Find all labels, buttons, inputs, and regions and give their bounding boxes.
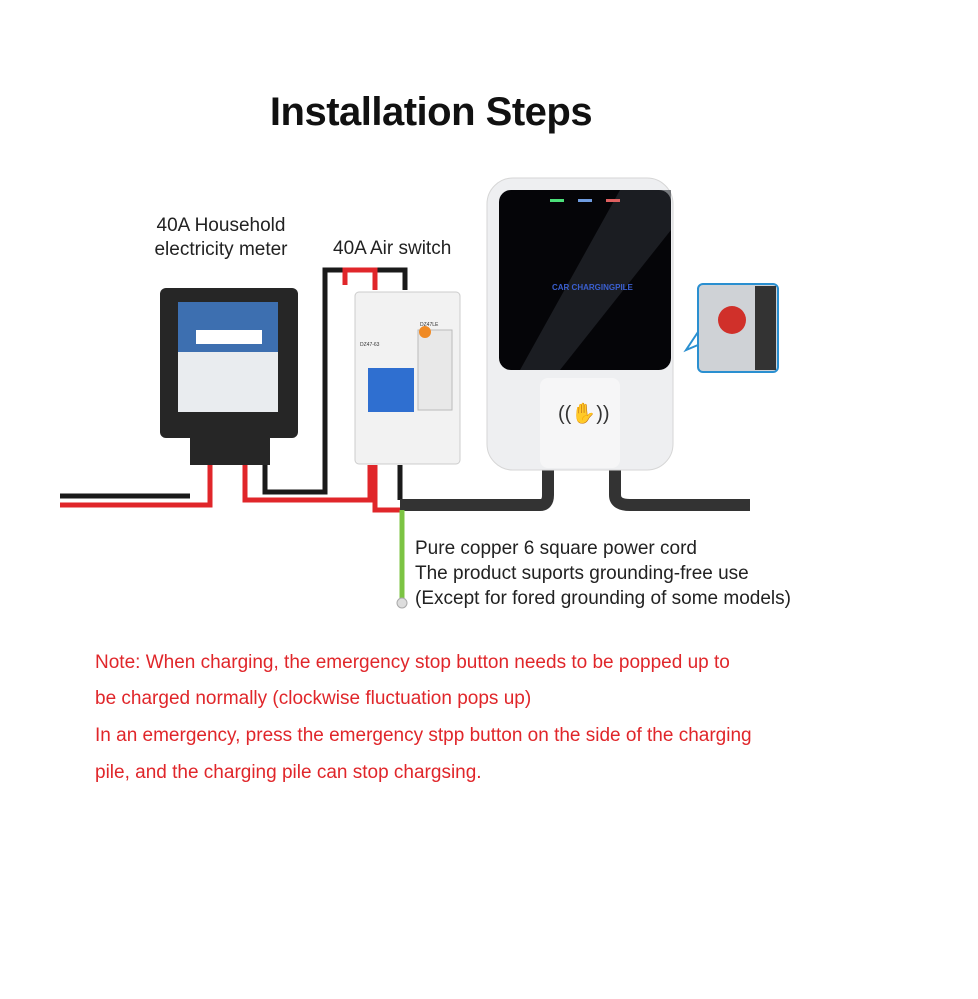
charging-pile: CAR CHARGINGPILE ((✋)) — [486, 177, 674, 471]
note-line: be charged normally (clockwise fluctuati… — [95, 688, 532, 709]
meter-label-line: 40A Household — [156, 215, 286, 236]
cord-label-line: The product suports grounding-free use — [415, 563, 749, 584]
air-switch-label: 40A Air switch — [333, 238, 452, 259]
svg-text:((✋)): ((✋)) — [558, 401, 610, 425]
meter-label: 40A Household electricity meter — [148, 214, 294, 262]
note-line: Note: When charging, the emergency stop … — [95, 652, 730, 673]
wires — [60, 267, 750, 609]
air-switch: DZ47-63 DZ47LE — [354, 291, 461, 465]
breaker-1-label: DZ47-63 — [360, 342, 380, 348]
note-line: pile, and the charging pile can stop cha… — [95, 762, 482, 783]
meter-label-line: electricity meter — [154, 239, 288, 260]
cord-label-line: Pure copper 6 square power cord — [415, 538, 697, 559]
emergency-button-callout — [683, 283, 779, 373]
breaker-2-label: DZ47LE — [420, 322, 439, 328]
cord-label-line: (Except for fored grounding of some mode… — [415, 588, 791, 609]
cord-label: Pure copper 6 square power cord The prod… — [415, 536, 791, 611]
page-title: Installation Steps — [269, 90, 593, 134]
electricity-meter — [160, 288, 298, 465]
charger-logo: CAR CHARGINGPILE — [552, 283, 634, 292]
note-line: In an emergency, press the emergency stp… — [95, 725, 752, 746]
